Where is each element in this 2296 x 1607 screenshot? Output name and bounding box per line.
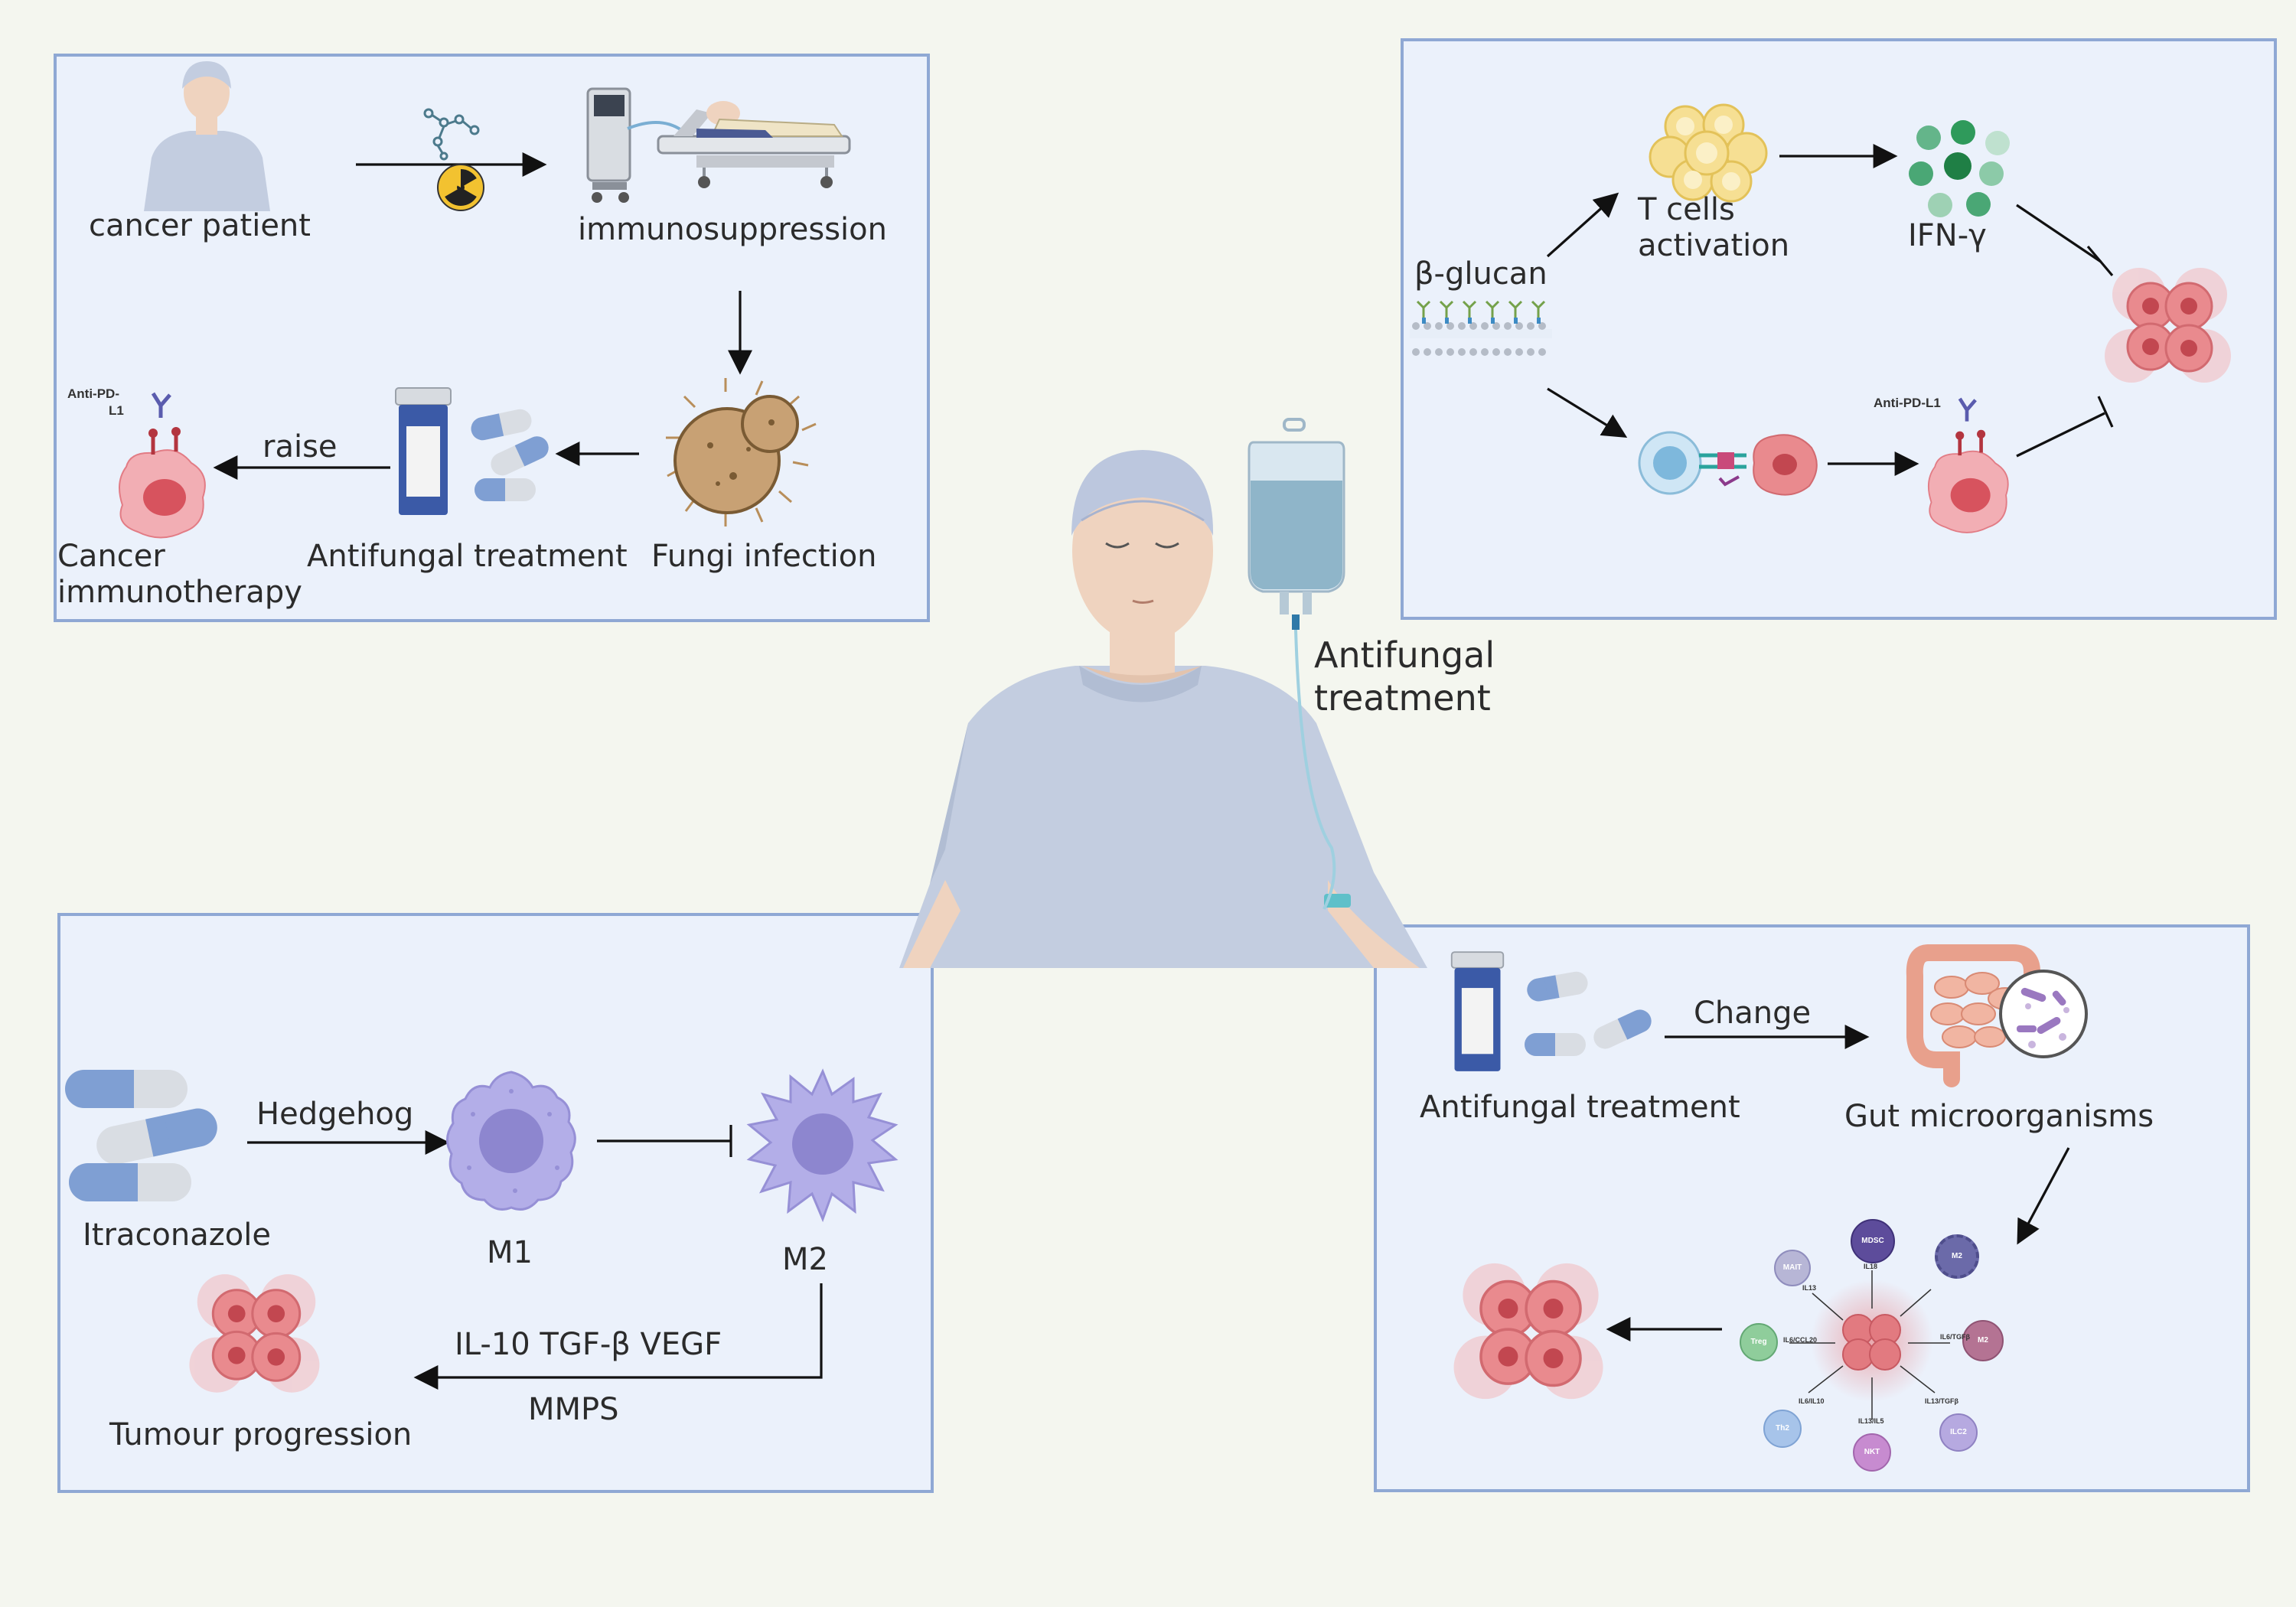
m2-macrophage-icon: [746, 1068, 899, 1223]
mmps-label: MMPS: [528, 1392, 619, 1427]
cancer-patient-figure: [144, 61, 270, 211]
tumor-microenvironment-diagram: [1789, 1270, 1950, 1420]
capsules-icon: [471, 409, 549, 501]
hedgehog-label: Hedgehog: [256, 1097, 414, 1132]
anti-pd-l1-label-1: Anti-PD-: [67, 386, 119, 401]
tumor-cell-with-antibody-icon-tr: [1927, 397, 2009, 533]
antifungal-treatment-center-label-2: treatment: [1314, 677, 1491, 719]
fungi-infection-label: Fungi infection: [651, 539, 877, 574]
beta-glucan-label: β-glucan: [1414, 256, 1548, 292]
t-cells-cluster-icon: [1649, 103, 1768, 203]
ifn-gamma-label: IFN-γ: [1908, 218, 1987, 253]
antifungal-treatment-label-br: Antifungal treatment: [1420, 1090, 1740, 1125]
m1-macrophage-icon: [446, 1071, 576, 1211]
gut-microorganisms-label: Gut microorganisms: [1844, 1099, 2154, 1134]
tumour-cluster-icon-br: [1453, 1263, 1603, 1400]
t-cells-label-2: activation: [1638, 228, 1790, 263]
cancer-immunotherapy-label-2: immunotherapy: [57, 575, 302, 610]
immune-synapse-icon: [1638, 431, 1818, 496]
tumour-cluster-icon-bl: [189, 1274, 320, 1393]
gut-microorganisms-icon: [1906, 944, 2088, 1087]
cytokine-il18: IL18: [1864, 1263, 1878, 1270]
change-label: Change: [1694, 996, 1812, 1031]
m2-label: M2: [782, 1242, 828, 1277]
cell-th2: Th2: [1763, 1410, 1802, 1448]
cell-treg: Treg: [1740, 1323, 1778, 1361]
cell-nkt: NKT: [1853, 1433, 1891, 1472]
cytokine-il13-tgfb: IL13/TGFβ: [1925, 1397, 1958, 1405]
itraconazole-capsules-icon: [65, 1070, 217, 1201]
tumor-cell-with-antibody-icon: [119, 392, 206, 539]
anti-pd-l1-label-tr: Anti-PD-L1: [1874, 396, 1941, 410]
antifungal-treatment-label-tl: Antifungal treatment: [307, 539, 628, 574]
capsules-icon-br: [1525, 971, 1652, 1056]
itraconazole-label: Itraconazole: [83, 1217, 271, 1253]
cytokine-il13-il5: IL13/IL5: [1858, 1417, 1884, 1425]
panel-gut-microbiome-pathway: [1374, 924, 2250, 1492]
membrane-beta-glucan-icon: [1410, 300, 1552, 356]
cytokines-label: IL-10 TGF-β VEGF: [455, 1327, 722, 1362]
cell-m2-right: M2: [1962, 1320, 2004, 1361]
cell-mait: MAIT: [1774, 1250, 1811, 1286]
m1-label: M1: [487, 1235, 533, 1270]
immunosuppression-label: immunosuppression: [578, 212, 887, 247]
hospital-bed-ventilator-icon: [586, 87, 851, 203]
pill-bottle-icon: [395, 387, 452, 515]
raise-label: raise: [263, 429, 338, 464]
chemotherapy-molecule-icon: [423, 108, 480, 161]
t-cells-label-1: T cells: [1638, 192, 1735, 227]
tumor-cluster-icon-tr: [2105, 268, 2231, 383]
fungus-icon: [666, 378, 817, 526]
radiation-icon: [437, 164, 484, 211]
cell-m2-top: M2: [1935, 1234, 1979, 1279]
antifungal-treatment-center-label-1: Antifungal: [1314, 634, 1495, 676]
tumour-progression-label: Tumour progression: [109, 1417, 413, 1452]
cancer-patient-label: cancer patient: [89, 208, 311, 243]
cytokine-il6-tgfb: IL6/TGFβ: [1940, 1333, 1970, 1341]
cancer-immunotherapy-label-1: Cancer: [57, 539, 165, 574]
cell-mdsc: MDSC: [1851, 1219, 1895, 1263]
cytokine-il6-il10: IL6/IL10: [1799, 1397, 1825, 1405]
pill-bottle-icon-br: [1450, 951, 1505, 1071]
cytokine-il13-a: IL13: [1802, 1284, 1817, 1292]
ifn-gamma-molecules-icon: [1909, 120, 2010, 217]
cell-ilc2: ILC2: [1939, 1413, 1978, 1452]
patient-with-iv-figure: [899, 450, 1427, 968]
iv-bag-icon: [1247, 418, 1345, 910]
cytokine-il6-ccl20: IL6/CCL20: [1783, 1336, 1818, 1344]
anti-pd-l1-label-2: L1: [109, 403, 124, 418]
